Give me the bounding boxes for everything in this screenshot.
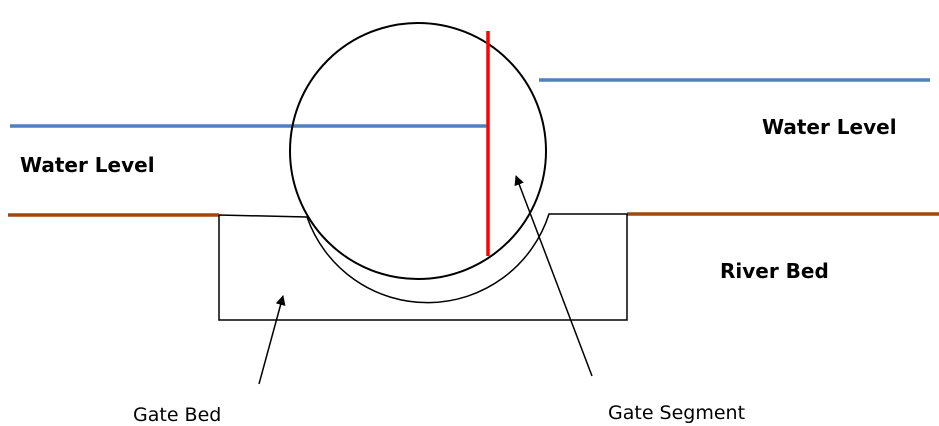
river-bed-label: River Bed bbox=[720, 259, 829, 283]
gate-segment-circle bbox=[289, 22, 547, 280]
water-level-label-right: Water Level bbox=[762, 115, 897, 139]
gate-segment-arrow bbox=[514, 175, 593, 377]
gate-bed-arrow bbox=[258, 295, 286, 385]
gate-bed-label: Gate Bed bbox=[133, 404, 221, 426]
gate-bed-outline bbox=[218, 213, 628, 321]
gate-segment-label: Gate Segment bbox=[608, 402, 745, 424]
water-level-label-left: Water Level bbox=[20, 153, 155, 177]
